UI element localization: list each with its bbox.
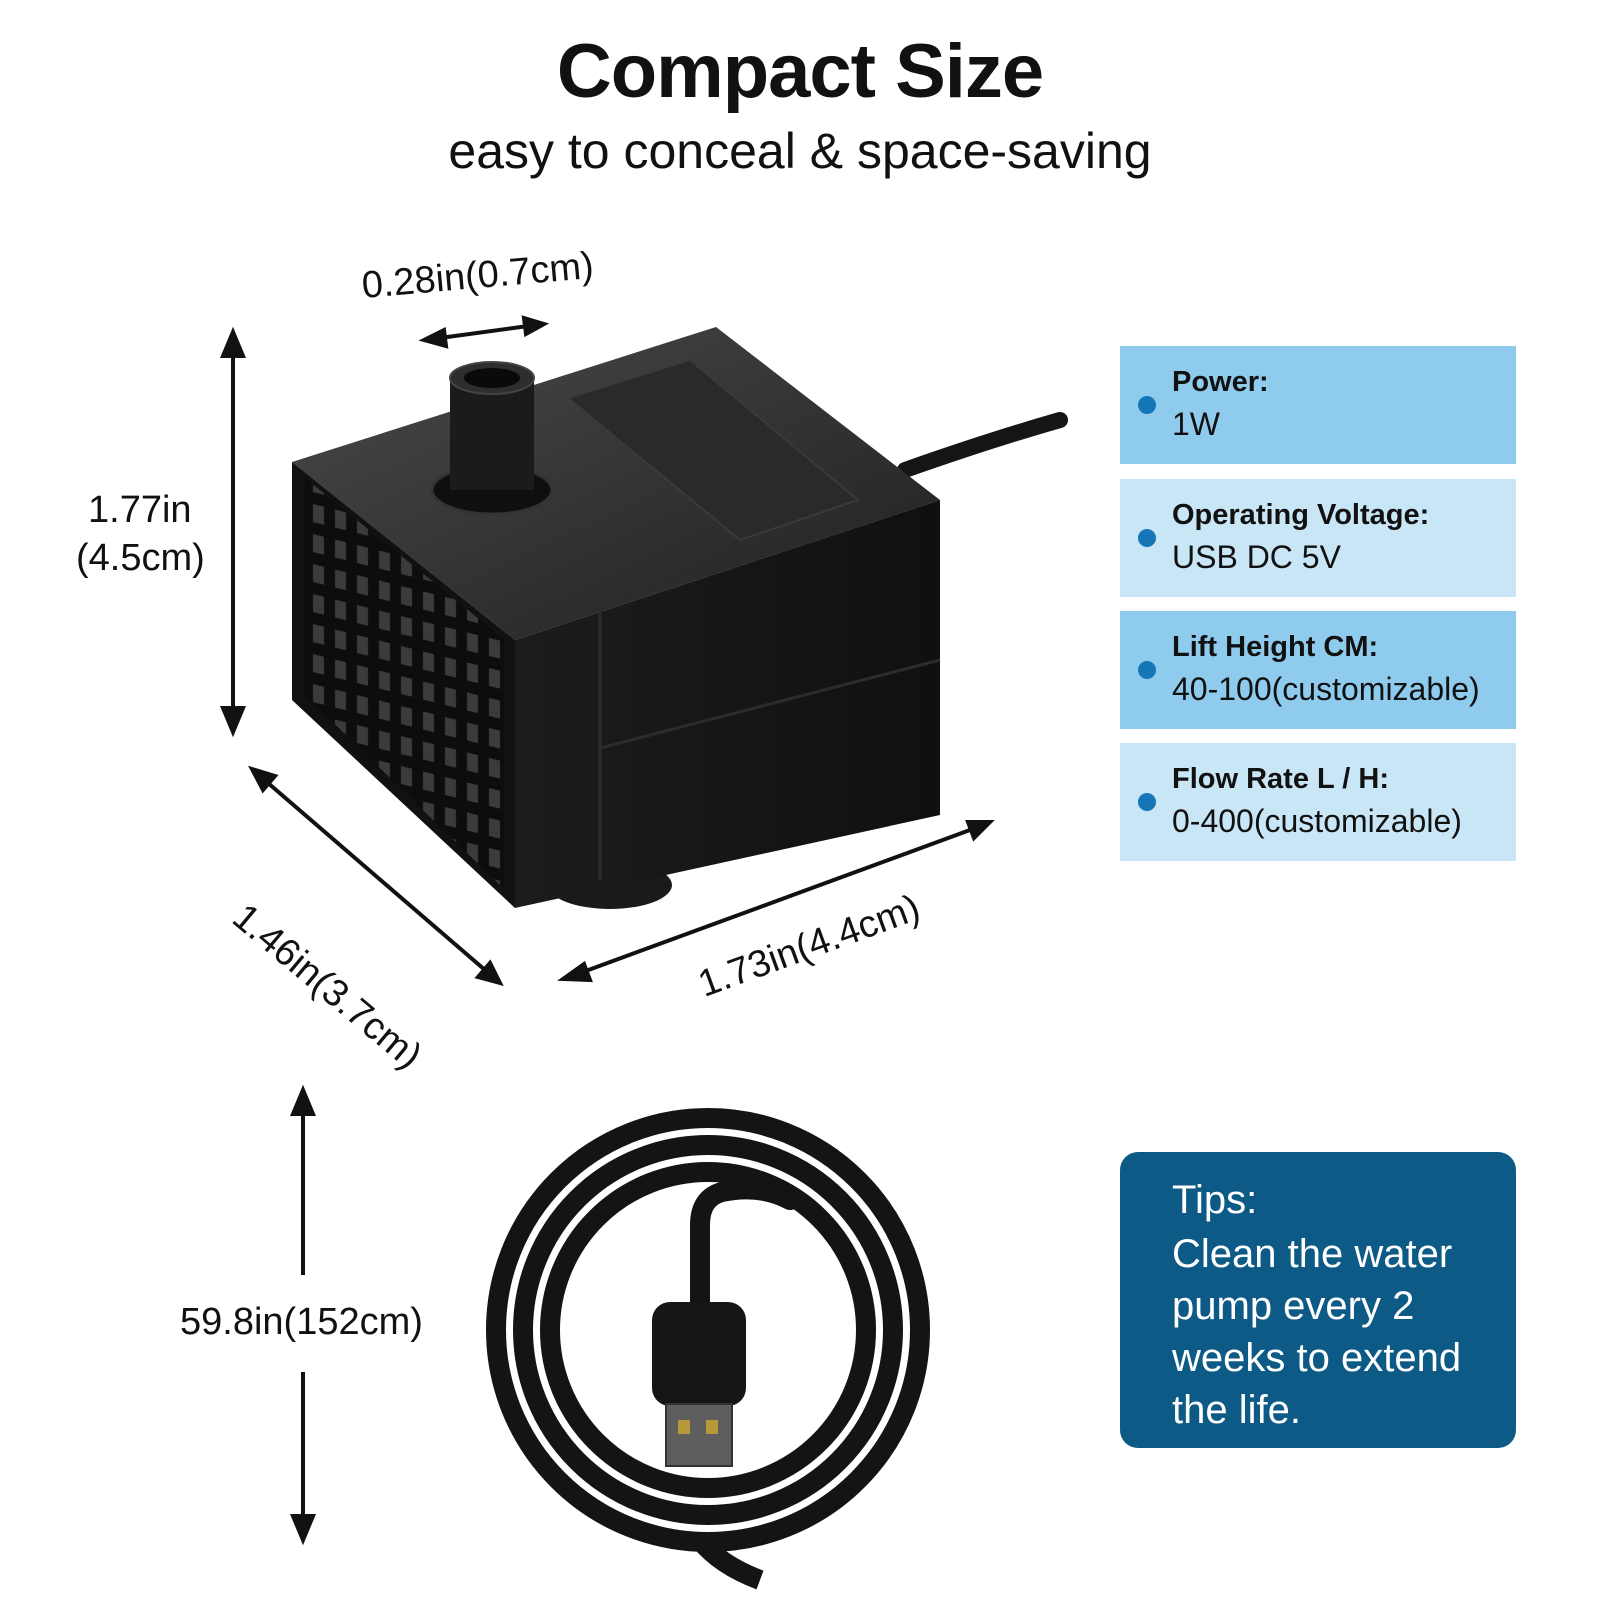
spec-lift-height: Lift Height CM: 40-100(customizable) (1120, 611, 1516, 729)
tips-box: Tips: Clean the water pump every 2 weeks… (1120, 1152, 1516, 1448)
tips-text: Clean the water pump every 2 weeks to ex… (1172, 1232, 1462, 1432)
spec-flow-rate: Flow Rate L / H: 0-400(customizable) (1120, 743, 1516, 861)
bullet-icon (1138, 793, 1156, 811)
pump-side-face (515, 500, 940, 908)
pump-top-face (292, 327, 940, 640)
spec-voltage: Operating Voltage: USB DC 5V (1120, 479, 1516, 597)
bullet-icon (1138, 529, 1156, 547)
bullet-icon (1138, 396, 1156, 414)
spec-label: Operating Voltage: (1172, 499, 1430, 531)
dimension-arrows (220, 315, 995, 1546)
spec-label: Lift Height CM: (1172, 631, 1379, 663)
spec-value: 1W (1172, 406, 1220, 442)
height-label-in: 1.77in (88, 489, 192, 531)
height-label-cm: (4.5cm) (76, 537, 205, 579)
cable-length-label: 59.8in(152cm) (180, 1301, 423, 1343)
page-subtitle: easy to conceal & space-saving (448, 123, 1152, 179)
outlet-nozzle-icon (450, 380, 534, 490)
spec-value: 40-100(customizable) (1172, 671, 1480, 707)
page-title: Compact Size (556, 29, 1044, 114)
pump-cable (897, 412, 1068, 478)
usb-plug-icon (652, 1302, 746, 1467)
label-plate-icon (565, 358, 861, 542)
spec-label: Power: (1172, 366, 1269, 398)
spec-power: Power: 1W (1120, 346, 1516, 464)
spec-value: USB DC 5V (1172, 539, 1341, 575)
bullet-icon (1138, 661, 1156, 679)
intake-grill-icon (305, 478, 505, 890)
spec-label: Flow Rate L / H: (1172, 763, 1389, 795)
spec-value: 0-400(customizable) (1172, 803, 1462, 839)
tips-title: Tips: (1172, 1178, 1258, 1222)
